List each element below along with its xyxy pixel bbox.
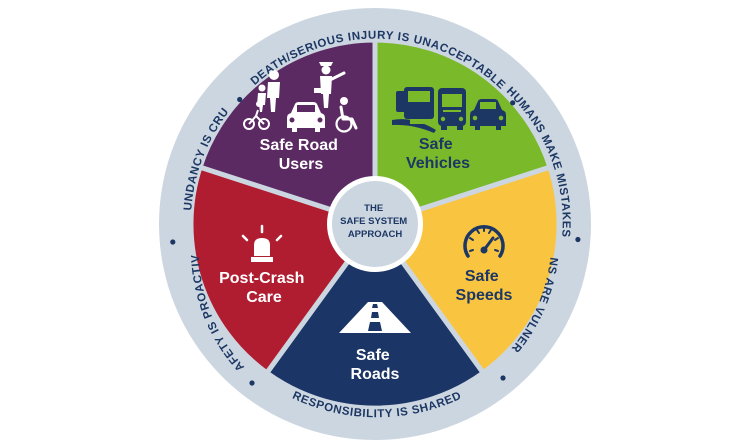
road-users-icon (243, 62, 358, 133)
separator-dot (500, 375, 506, 381)
segment-title-line: Post-Crash (219, 270, 304, 287)
hub-line: APPROACH (348, 229, 403, 240)
segment-safe-vehicles[interactable] (372, 37, 553, 227)
separator-dot (575, 236, 581, 243)
segment-title-line: Roads (351, 366, 400, 383)
hub-line: SAFE SYSTEM (340, 216, 407, 227)
segment-title-line: Safe (419, 136, 453, 153)
road-icon (339, 302, 411, 333)
segment-title-line: Safe (356, 347, 390, 364)
segment-title-line: Vehicles (406, 155, 470, 172)
speedometer-icon (463, 225, 505, 258)
hub (332, 181, 418, 267)
segment-title-line: Care (246, 289, 282, 306)
segment-title-road-users: Safe Road Users (260, 137, 343, 173)
hub-line: THE (364, 203, 383, 214)
segment-title-line: Safe (465, 268, 499, 285)
separator-dot (237, 96, 243, 103)
segment-title-post-crash: Post-Crash Care (219, 270, 309, 306)
segment-title-line: Users (279, 156, 324, 173)
hub-label: THE SAFE SYSTEM APPROACH (340, 203, 410, 240)
separator-dot (249, 380, 255, 386)
separator-dot (170, 239, 176, 245)
segment-title-line: Speeds (456, 287, 513, 304)
segment-title-speeds: Safe Speeds (456, 268, 513, 304)
segment-title-vehicles: Safe Vehicles (406, 136, 470, 172)
siren-icon (241, 224, 283, 262)
vehicles-icon (392, 87, 506, 133)
separator-dot (510, 100, 516, 106)
segment-title-roads: Safe Roads (351, 347, 400, 383)
segment-title-line: Safe Road (260, 137, 338, 154)
